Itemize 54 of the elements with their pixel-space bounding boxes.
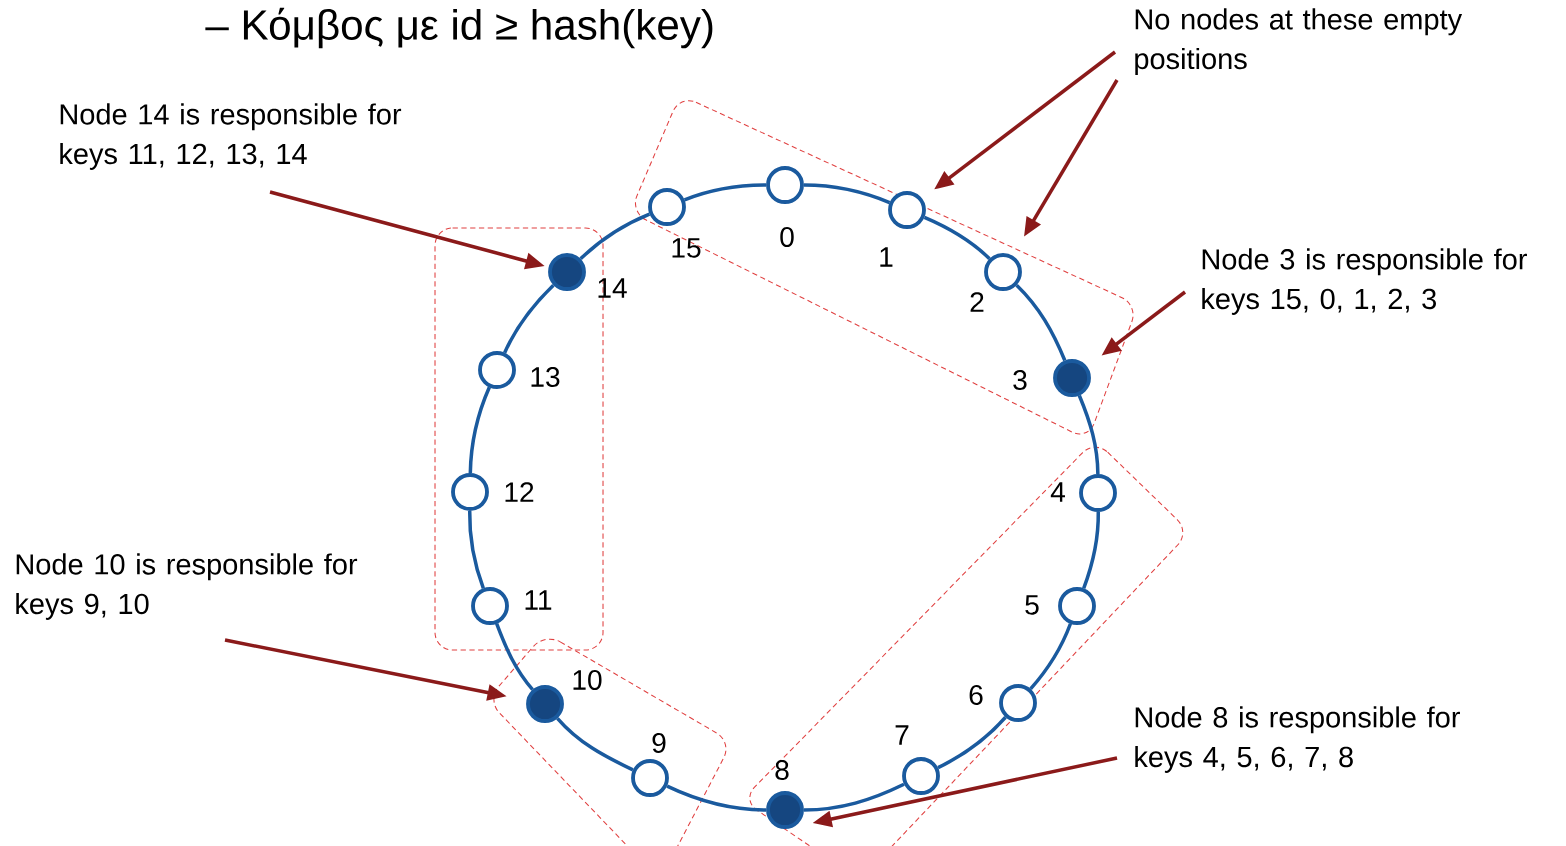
- ring-position: [1079, 474, 1117, 512]
- position-number: 13: [531, 367, 560, 387]
- ring-line: [495, 623, 534, 691]
- ring-line: [1015, 283, 1067, 362]
- position-number: 15: [672, 238, 701, 258]
- ring-position: [471, 587, 509, 625]
- annotation: Node 3 is responsible for keys 15, 0, 1, 2, 3: [1202, 248, 1527, 315]
- ring-position: [984, 253, 1022, 291]
- ring-line: [468, 386, 491, 474]
- position-number: 7: [895, 725, 909, 745]
- annotation: Node 10 is responsible for keys 9, 10: [16, 553, 358, 620]
- ring-line: [803, 183, 891, 205]
- node-dot: [1053, 359, 1091, 397]
- position-number: 14: [598, 278, 627, 298]
- ring-position: [766, 166, 804, 204]
- ring-line: [937, 716, 1007, 770]
- ring-line: [666, 784, 767, 812]
- position-number: 5: [1025, 595, 1039, 615]
- ring-line: [923, 215, 991, 260]
- heading: – Κόμβος με id ≥ hash(key): [205, 7, 713, 49]
- node-dot: [548, 253, 586, 291]
- ring-line: [1029, 623, 1073, 690]
- annotation: No nodes at these empty positions: [1135, 8, 1463, 75]
- ring-line: [1082, 511, 1101, 589]
- position-number: 11: [525, 590, 552, 610]
- ring-line: [803, 782, 905, 812]
- position-number: 0: [780, 227, 794, 247]
- position-number: 2: [970, 292, 984, 312]
- ring-position: [478, 351, 516, 389]
- ring-line: [683, 183, 767, 202]
- ring-position: [902, 757, 940, 795]
- position-number: 3: [1013, 370, 1027, 390]
- position-number: 1: [880, 247, 893, 267]
- ring-line: [503, 283, 555, 354]
- annotation: Node 14 is responsible for keys 11, 12, 13, 14: [60, 103, 402, 170]
- ring-position: [888, 191, 926, 229]
- ring-position: [631, 759, 669, 797]
- node-dot: [526, 685, 564, 723]
- ring-line: [467, 510, 485, 589]
- ring-position: [451, 473, 489, 511]
- annotation: Node 8 is responsible for keys 4, 5, 6, 7, 8: [1135, 706, 1460, 773]
- position-number: 8: [775, 760, 789, 780]
- ring-line: [556, 717, 634, 772]
- ring-position: [1058, 587, 1096, 625]
- position-number: 4: [1050, 482, 1065, 502]
- position-number: 12: [505, 482, 534, 502]
- position-number: 9: [652, 733, 666, 753]
- position-number: 6: [969, 685, 983, 705]
- ring-line: [1077, 394, 1100, 475]
- node-dot: [766, 791, 804, 829]
- ring-position: [999, 684, 1037, 722]
- ring-position: [648, 188, 686, 226]
- ring-line: [579, 212, 651, 261]
- position-number: 10: [573, 670, 602, 690]
